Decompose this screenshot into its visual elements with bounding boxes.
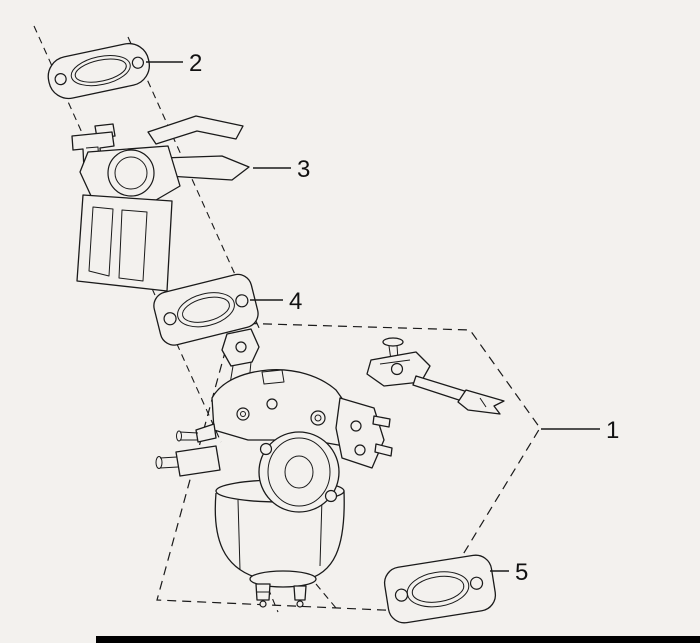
carb-stud-lower [374,443,393,457]
carb-fuel-inlet [175,445,221,477]
insulator-frame-slot-right [118,209,148,282]
part-5-gasket-bottom [383,554,497,624]
bottom-bar [96,636,700,643]
part-label-4: 4 [289,288,302,315]
carb-mount-flange [335,397,385,469]
gasket-5-bolt-hole-left [394,588,409,602]
carb-bowl-bottom [249,570,317,588]
carb-drain-tip-left [259,600,267,608]
gasket-2-port-inner [74,58,127,83]
part-2-gasket-top [47,42,150,100]
gasket-2-bolt-hole-right [131,56,145,69]
carb-drain-tip-right [296,600,304,608]
gasket-4-bolt-hole-left [163,312,177,326]
carb-venturi-bore [284,455,314,489]
carb-face-bolt-lower [324,489,338,503]
carb-inlet-tube [159,456,179,469]
carb-face-bolt-upper [259,442,273,456]
carb-flange-hole-lower [354,444,366,456]
carb-flange-hole-upper [350,420,362,432]
lever-arrow-end [457,389,505,415]
gasket-4-port-inner [182,296,230,323]
wing-bolt-head [382,337,404,347]
carb-screw-3-center [314,414,322,422]
callouts: 2 3 4 1 5 [146,50,619,586]
gasket-4-port-outer [177,292,235,328]
carb-left-pin-cap [176,430,182,442]
carb-upper-body [211,369,353,447]
axis-line-bowl-right [315,583,337,609]
part-label-2: 2 [189,50,202,77]
carb-upper-detail [261,369,285,385]
insulator-frame-slot-left [88,206,114,277]
gasket-2-port-outer [70,55,131,87]
carb-left-pins [179,431,199,441]
gasket-5-outline [383,554,497,624]
carb-stud-upper [372,415,391,428]
lever-plate-line [379,359,411,365]
part-1-carburetor-assembly [155,328,505,608]
part-label-5: 5 [515,559,528,586]
gasket-5-bolt-hole-right [469,576,484,590]
throttle-lever-assembly [366,337,505,415]
carb-top-bracket-hole [235,341,247,353]
carb-screw-2 [266,398,278,410]
part-label-3: 3 [297,156,310,183]
part-1-boundary-box [156,322,541,613]
part-3-insulator-spacer [71,115,250,292]
lever-arrow-notch [479,397,487,408]
part-label-1: 1 [606,417,619,444]
carb-drain-bolt-right [293,585,307,601]
carb-venturi-mid [267,437,331,507]
carb-screw-1-center [240,411,246,417]
gasket-2-outline [47,42,150,100]
carb-bowl-lines [237,497,323,571]
carb-inlet-tube-cap [155,456,163,469]
part-4-gasket-middle [153,273,259,346]
carb-screw-1 [236,407,250,421]
gasket-5-port-inner [411,575,465,603]
gasket-2-bolt-hole-left [54,73,67,86]
insulator-wing-upper [147,115,244,145]
lever-plate-hole [390,362,404,376]
insulator-bore-inner [114,156,148,190]
carb-left-boss [195,423,217,443]
carb-screw-3 [310,410,326,426]
gasket-4-bolt-hole-right [235,294,249,308]
carb-venturi-face [258,431,340,513]
gasket-4-outline [153,273,259,346]
